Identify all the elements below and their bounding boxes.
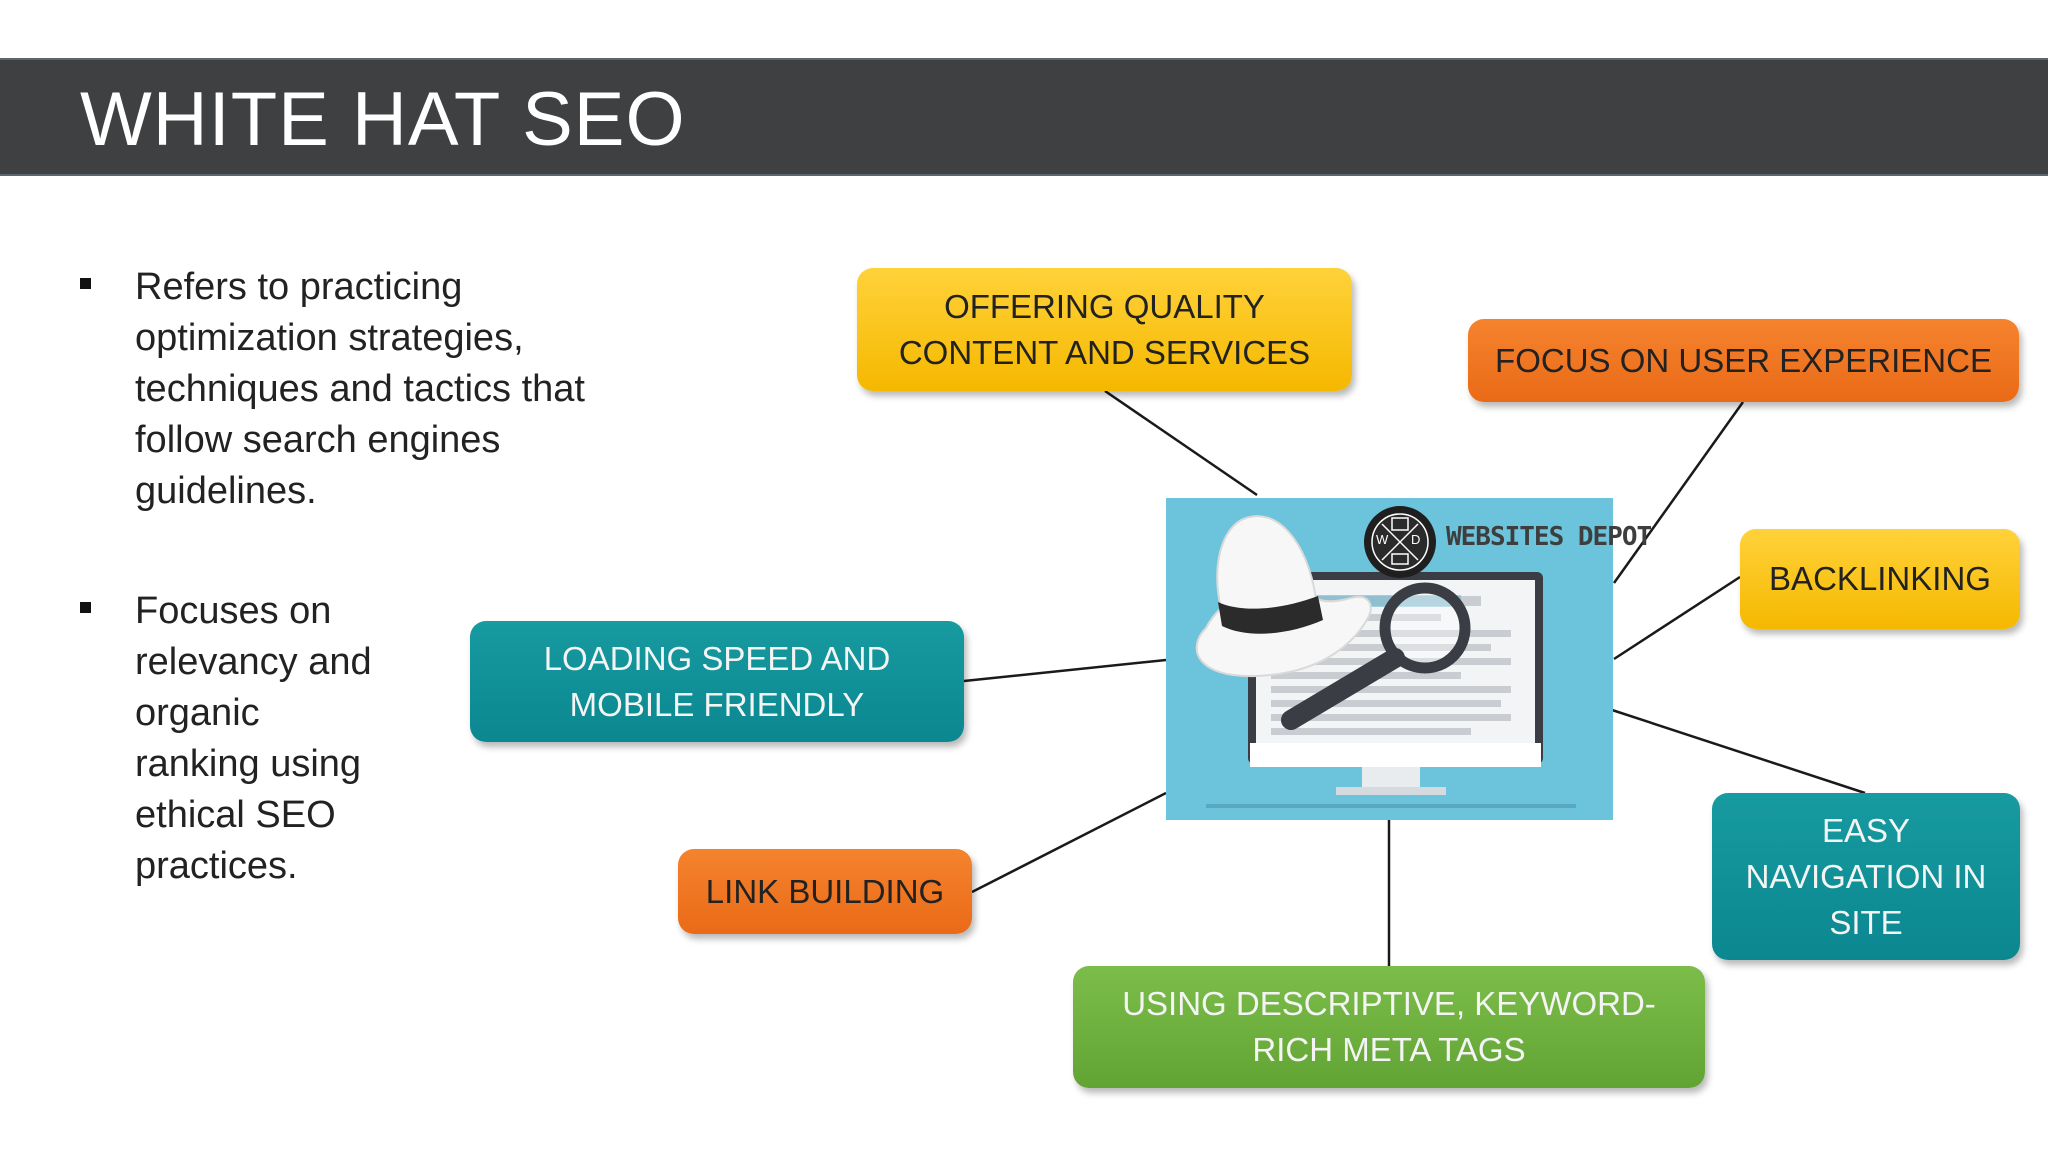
node-link-building: LINK BUILDING (678, 849, 972, 934)
node-quality-content: OFFERING QUALITY CONTENT AND SERVICES (857, 268, 1352, 391)
white-hat-magnifier-monitor-icon (1195, 506, 1576, 808)
logo-letter-d: D (1411, 532, 1421, 547)
node-user-experience: FOCUS ON USER EXPERIENCE (1468, 319, 2019, 402)
slide-title: WHITE HAT SEO (80, 77, 686, 162)
center-image (1166, 498, 1613, 820)
bullet-text: Focuses on relevancy and organic ranking… (135, 590, 372, 887)
bullet-square-icon (80, 278, 91, 289)
title-bar: WHITE HAT SEO (0, 58, 2048, 176)
connector-navigation (1608, 707, 1866, 795)
connector-ux (1612, 401, 1745, 584)
bullet-square-icon (80, 602, 91, 613)
node-loading-speed: LOADING SPEED AND MOBILE FRIENDLY (470, 621, 964, 742)
node-easy-navigation: EASY NAVIGATION IN SITE (1712, 793, 2020, 960)
node-meta-tags: USING DESCRIPTIVE, KEYWORD- RICH META TA… (1073, 966, 1705, 1088)
bullet-text: Refers to practicing optimization strate… (135, 266, 585, 512)
brand-name: WEBSITES DEPOT (1446, 522, 1652, 552)
connector-linkbuilding (971, 791, 1167, 894)
logo-letter-w: W (1376, 532, 1389, 547)
connector-backlinking (1613, 575, 1741, 661)
connector-loading (963, 658, 1167, 683)
connector-quality (1104, 389, 1258, 497)
node-backlinking: BACKLINKING (1740, 529, 2020, 629)
